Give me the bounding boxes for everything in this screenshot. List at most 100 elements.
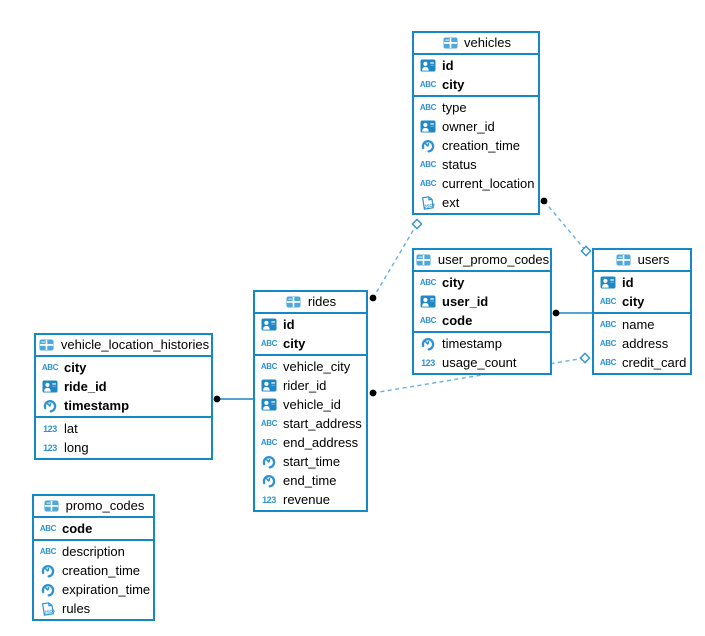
column-row[interactable]: id xyxy=(594,273,690,292)
relationship-dot-marker xyxy=(369,389,377,397)
column-name: id xyxy=(283,317,295,332)
relationship-line-vehicles-users[interactable] xyxy=(543,200,587,252)
column-row[interactable]: timestamp xyxy=(36,396,211,415)
number-123-icon: 123 xyxy=(43,442,57,453)
column-name: revenue xyxy=(283,492,330,507)
text-abc-icon: ABC xyxy=(260,362,278,371)
table-name: rides xyxy=(307,294,337,309)
column-row[interactable]: expiration_time xyxy=(34,580,153,599)
clock-icon xyxy=(260,455,278,469)
column-row[interactable]: creation_time xyxy=(34,561,153,580)
table-header[interactable]: vehicle_location_histories xyxy=(36,335,211,357)
text-abc-icon: ABC xyxy=(599,297,617,306)
column-name: id xyxy=(442,58,454,73)
column-row[interactable]: ABC city xyxy=(594,292,690,311)
column-row[interactable]: owner_id xyxy=(414,117,538,136)
column-name: ext xyxy=(442,195,460,210)
text-abc-icon: ABC xyxy=(419,160,437,169)
table-header[interactable]: promo_codes xyxy=(34,496,153,518)
table-header[interactable]: vehicles xyxy=(414,33,538,55)
column-name: end_address xyxy=(283,435,359,450)
clock-icon xyxy=(39,583,57,597)
person-id-icon xyxy=(260,318,278,331)
column-name: owner_id xyxy=(442,119,495,134)
table-icon xyxy=(43,500,61,512)
column-row[interactable]: ride_id xyxy=(36,377,211,396)
column-name: ride_id xyxy=(64,379,107,394)
relationship-dot-marker xyxy=(540,197,548,205)
column-row[interactable]: timestamp xyxy=(414,334,550,353)
text-abc-icon: ABC xyxy=(419,103,437,112)
table-header[interactable]: user_promo_codes xyxy=(414,250,550,272)
column-row[interactable]: ABC vehicle_city xyxy=(255,357,366,376)
clock-icon xyxy=(41,399,59,413)
column-row[interactable]: creation_time xyxy=(414,136,538,155)
person-id-icon xyxy=(419,295,437,308)
column-name: vehicle_id xyxy=(283,397,341,412)
column-name: timestamp xyxy=(64,398,130,413)
clock-icon xyxy=(260,474,278,488)
text-abc-icon: ABC xyxy=(419,179,437,188)
table-header[interactable]: rides xyxy=(255,292,366,314)
column-name: start_time xyxy=(283,454,341,469)
column-row[interactable]: vehicle_id xyxy=(255,395,366,414)
clock-icon xyxy=(419,139,437,153)
column-name: city xyxy=(622,294,645,309)
table-icon xyxy=(441,37,459,49)
column-row[interactable]: start_time xyxy=(255,452,366,471)
column-row[interactable]: rider_id xyxy=(255,376,366,395)
column-row[interactable]: id xyxy=(255,315,366,334)
text-abc-icon: ABC xyxy=(599,339,617,348)
column-name: city xyxy=(283,336,306,351)
text-abc-icon: ABC xyxy=(39,524,57,533)
text-abc-icon: ABC xyxy=(419,316,437,325)
table-header[interactable]: users xyxy=(594,250,690,272)
relationship-line-vehicles-rides[interactable] xyxy=(372,223,418,299)
column-row[interactable]: user_id xyxy=(414,292,550,311)
column-row[interactable]: id xyxy=(414,56,538,75)
column-name: vehicle_city xyxy=(283,359,351,374)
person-id-icon xyxy=(419,120,437,133)
column-name: timestamp xyxy=(442,336,502,351)
text-abc-icon: ABC xyxy=(599,320,617,329)
relationship-diamond-marker xyxy=(579,352,591,364)
person-id-icon xyxy=(419,59,437,72)
relationship-line-rides-users[interactable] xyxy=(372,357,586,394)
column-row[interactable]: end_time xyxy=(255,471,366,490)
